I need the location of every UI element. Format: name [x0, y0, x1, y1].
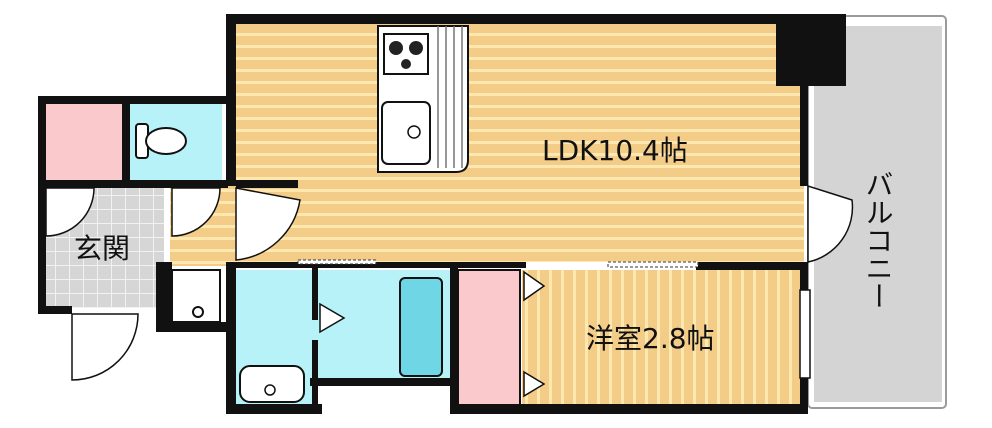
meter-box	[171, 269, 221, 323]
ldk-floor	[234, 24, 804, 262]
kitchen-sink-icon	[381, 101, 431, 165]
doors	[45, 184, 854, 398]
toilet-icon	[135, 123, 187, 159]
toilet-door	[171, 187, 221, 237]
balcony	[807, 15, 947, 409]
balcony-door	[807, 184, 854, 263]
bath-door	[319, 302, 346, 334]
shoe-closet	[46, 104, 124, 180]
bedroom-label: 洋室2.8帖	[586, 322, 715, 355]
wash-basin-icon	[239, 365, 305, 403]
entrance-label: 玄関	[74, 232, 130, 265]
shoe-closet-door	[45, 187, 95, 237]
closet-door-lower	[523, 370, 546, 398]
balcony-label: バルコニー	[862, 170, 895, 310]
bedroom-floor	[522, 270, 804, 406]
sliding-partitions	[297, 259, 811, 379]
bathtub	[399, 277, 443, 377]
bedroom-closet	[457, 269, 521, 407]
stove-icon	[383, 33, 429, 75]
ldk-door	[235, 187, 301, 261]
front-door	[71, 313, 139, 381]
closet-door-upper	[523, 270, 546, 302]
ldk-label: LDK10.4帖	[542, 134, 688, 167]
